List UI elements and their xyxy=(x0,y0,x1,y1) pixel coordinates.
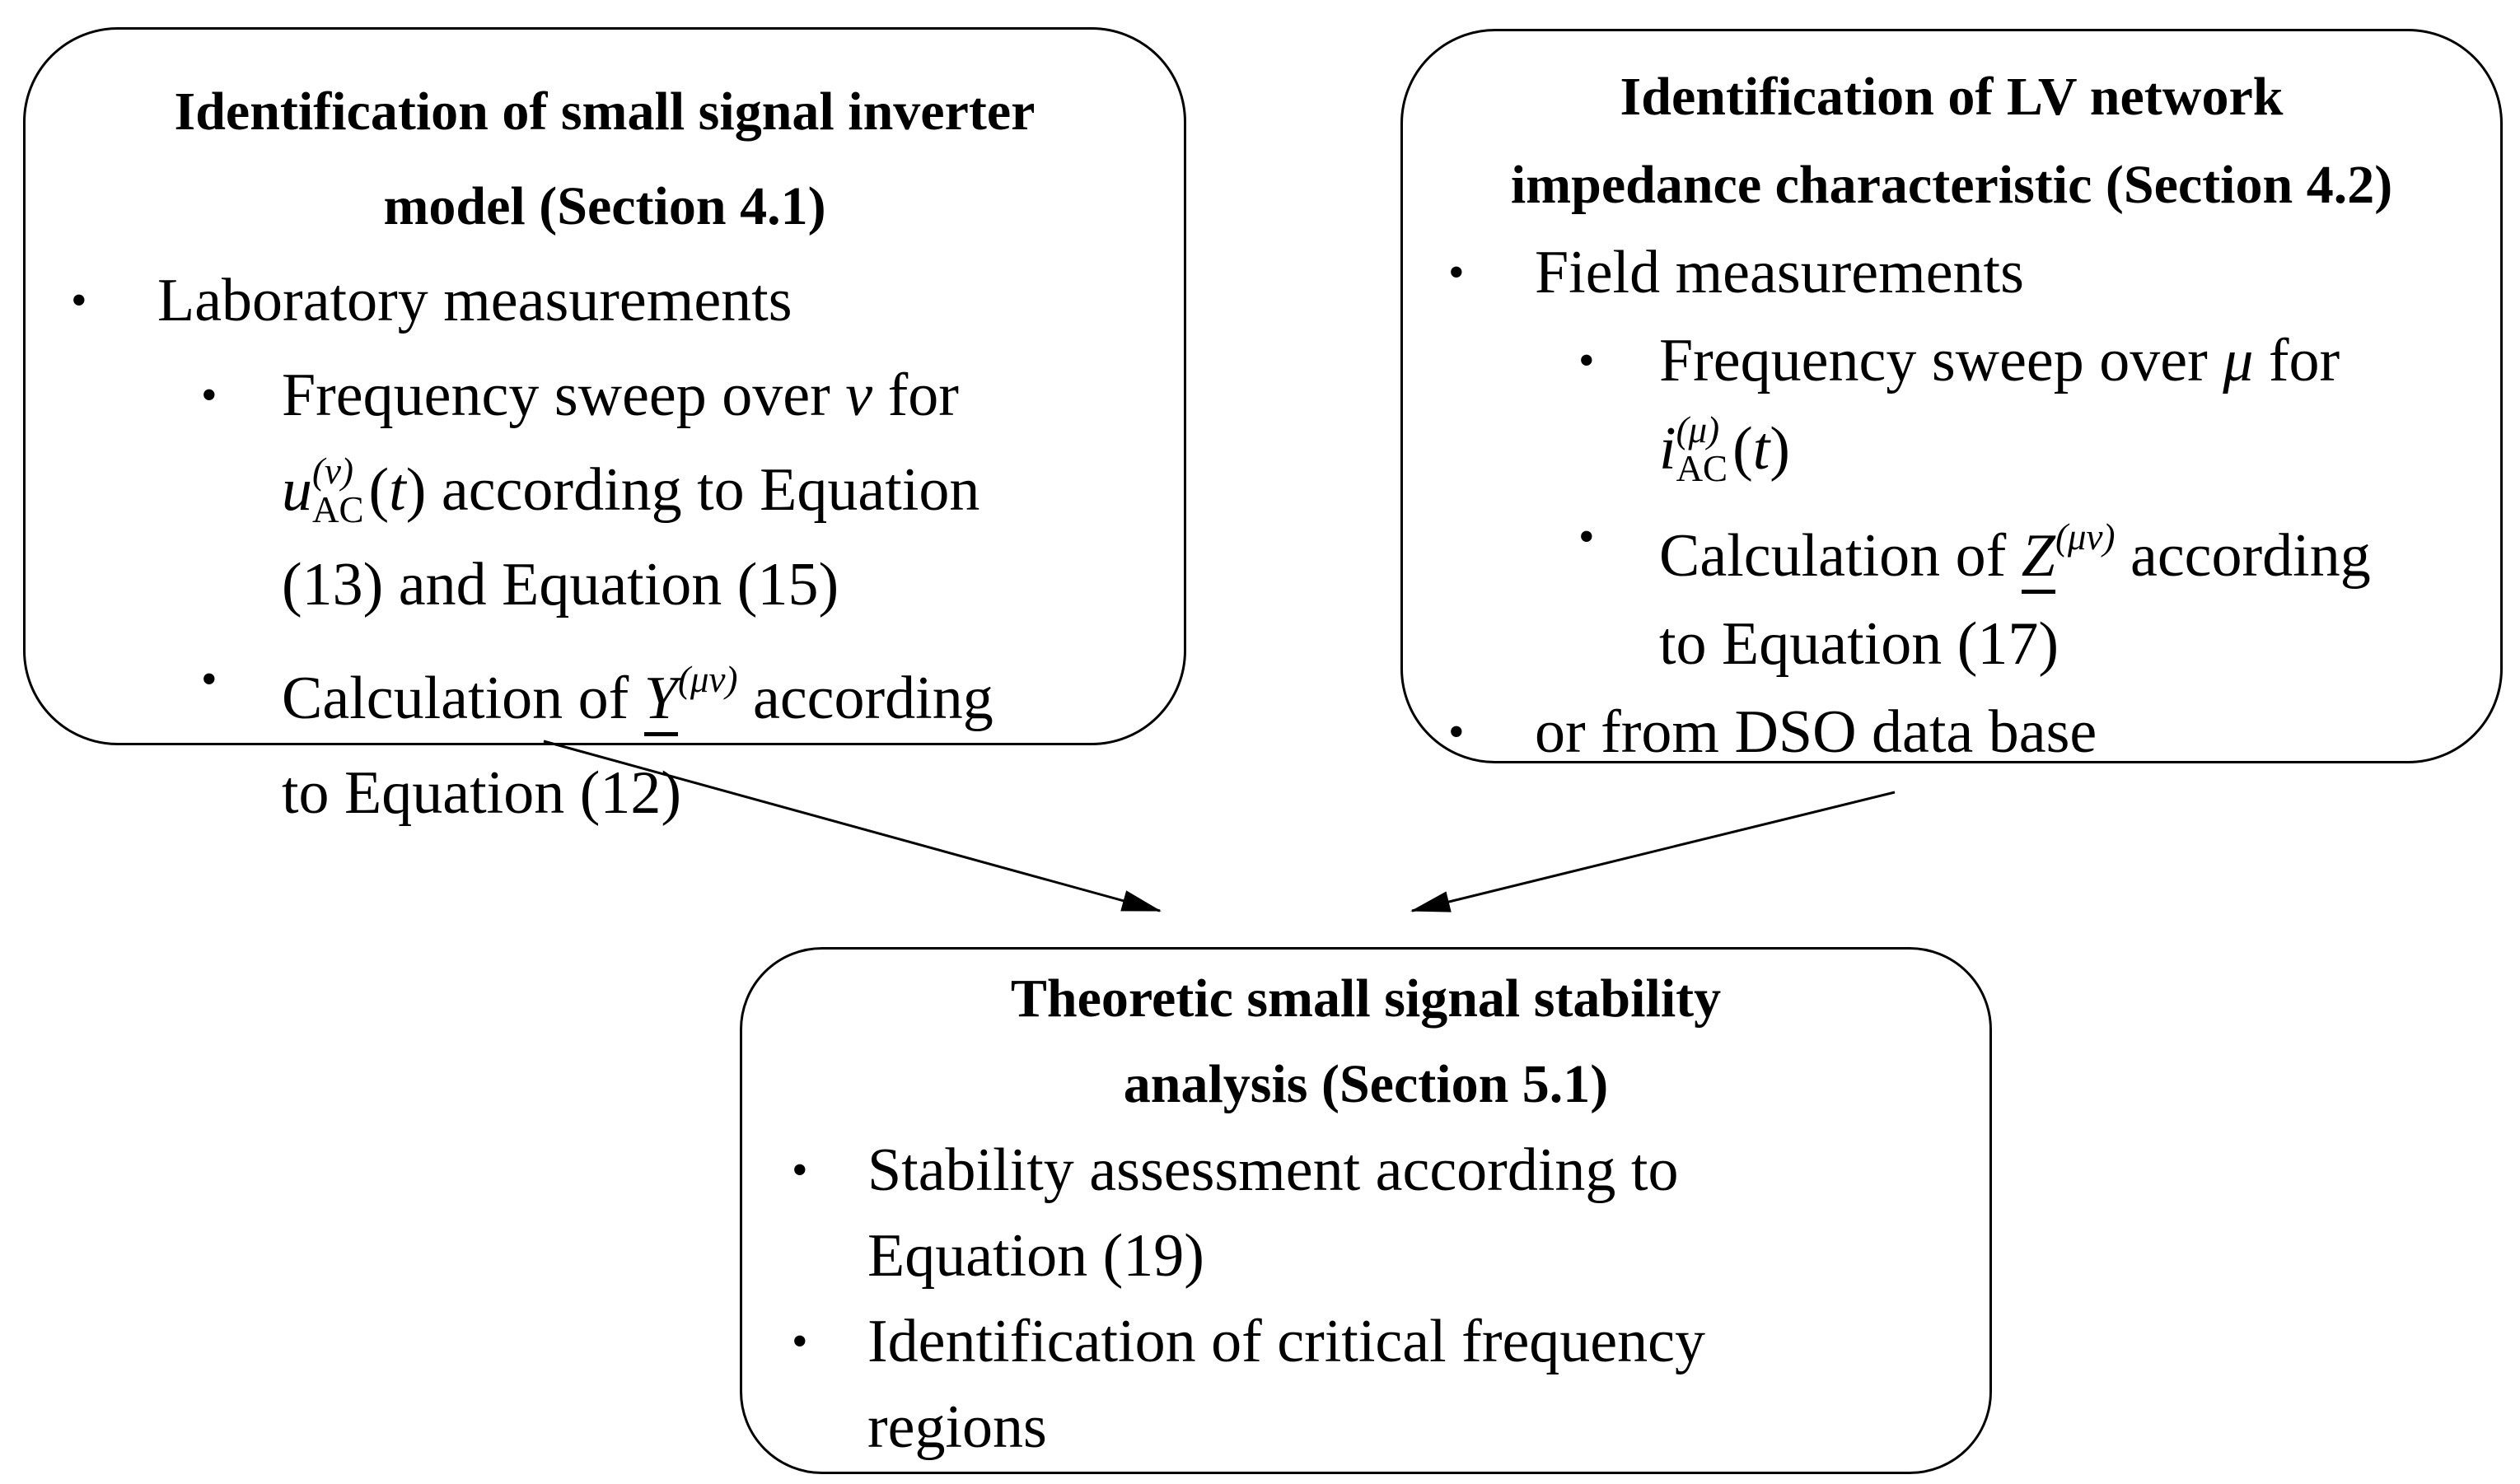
text-line: (13) and Equation (15) xyxy=(282,551,839,618)
list-item: • Identification of critical frequency r… xyxy=(742,1299,1989,1470)
bullet-icon: • xyxy=(792,1145,808,1196)
list-item: • Calculation of Y(μν) according to Equa… xyxy=(26,632,1184,841)
math-var: t xyxy=(389,456,406,524)
math-scripts: (ν)AC xyxy=(312,450,364,530)
inverter-box-title: Identification of small signal inverter … xyxy=(174,82,1036,236)
bullet-icon: • xyxy=(1578,511,1595,562)
impedance-box-title: Identification of LV network impedance c… xyxy=(1510,67,2393,215)
text-line: Stability assessment according to xyxy=(867,1136,1679,1204)
bullet-icon: • xyxy=(201,370,217,421)
list-item: • Frequency sweep over ν for u(ν)AC(t) a… xyxy=(26,348,1184,632)
math-var-underlined: Y xyxy=(643,665,678,736)
text-line: i(μ)AC(t) xyxy=(1659,409,1790,489)
bullet-icon: • xyxy=(1448,247,1465,298)
math-var: t xyxy=(1752,415,1770,483)
text-line: to Equation (17) xyxy=(1659,610,2059,678)
math-var: i xyxy=(1659,415,1676,483)
list-item: • Frequency sweep over μ for i(μ)AC(t) xyxy=(1403,317,2500,493)
text-line: Calculation of Z(μν) according xyxy=(1659,493,2500,600)
math-superscript: (μν) xyxy=(677,659,738,700)
box-stability-analysis: Theoretic small signal stability analysi… xyxy=(740,947,1992,1474)
arrow-impedance-to-stability xyxy=(1410,791,1896,912)
text-line: regions xyxy=(867,1393,1047,1461)
math-var: u xyxy=(282,456,312,524)
text-line: Frequency sweep over ν for xyxy=(282,362,959,429)
bullet-icon: • xyxy=(1578,335,1595,386)
bullet-icon: • xyxy=(1448,707,1465,758)
box-inverter-model: Identification of small signal inverter … xyxy=(23,27,1186,827)
bullet-icon: • xyxy=(201,654,217,705)
text-line: Calculation of Y(μν) according xyxy=(282,632,1184,746)
text-line: Laboratory measurements xyxy=(157,267,792,334)
text-line: Frequency sweep over μ for xyxy=(1659,327,2340,394)
math-var-underlined: Z xyxy=(2021,522,2055,594)
text-line: Field measurements xyxy=(1535,239,2024,306)
list-item: • Laboratory measurements xyxy=(26,254,1184,348)
text-line: u(ν)AC(t) according to Equation xyxy=(282,450,980,530)
list-item: • Calculation of Z(μν) according to Equa… xyxy=(1403,493,2500,688)
text-line: to Equation (12) xyxy=(282,759,682,827)
list-item: • or from DSO data base xyxy=(1403,688,2500,777)
math-var: ν xyxy=(845,362,873,429)
text-line: or from DSO data base xyxy=(1535,698,2097,766)
stability-box-title: Theoretic small signal stability analysi… xyxy=(1010,968,1722,1114)
list-item: • Field measurements xyxy=(1403,229,2500,317)
list-item: • Stability assessment according to Equa… xyxy=(742,1127,1989,1299)
box-network-impedance: Identification of LV network impedance c… xyxy=(1400,29,2503,766)
bullet-icon: • xyxy=(792,1316,808,1367)
bullet-icon: • xyxy=(71,275,87,326)
text-line: Identification of critical frequency xyxy=(867,1308,1705,1375)
math-var: μ xyxy=(2223,327,2254,394)
math-superscript: (μν) xyxy=(2055,516,2116,558)
math-scripts: (μ)AC xyxy=(1676,409,1728,489)
text-line: Equation (19) xyxy=(867,1222,1204,1290)
